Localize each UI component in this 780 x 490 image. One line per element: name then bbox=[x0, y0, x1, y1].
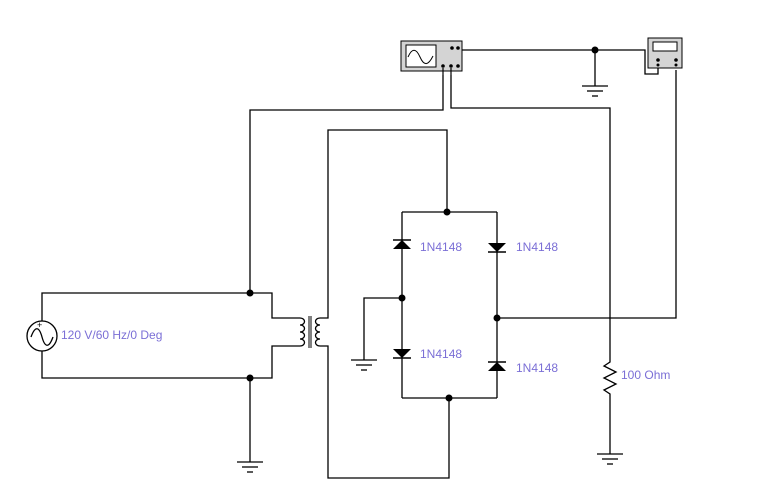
diode-triangle bbox=[488, 362, 506, 371]
wire bbox=[450, 75, 611, 356]
diode-label: 1N4148 bbox=[420, 240, 462, 254]
terminal bbox=[449, 64, 453, 68]
ground-icon bbox=[597, 453, 623, 465]
multimeter-display bbox=[652, 41, 678, 52]
resistor-zigzag bbox=[602, 356, 618, 396]
diode-label: 1N4148 bbox=[516, 240, 558, 254]
ground-icon bbox=[351, 359, 377, 371]
junction-dot bbox=[445, 394, 453, 402]
oscilloscope-icon[interactable] bbox=[400, 40, 463, 75]
wire bbox=[363, 297, 402, 360]
diode-label: 1N4148 bbox=[516, 361, 558, 375]
secondary-coil bbox=[314, 317, 321, 347]
source-label: 120 V/60 Hz/0 Deg bbox=[61, 328, 162, 342]
primary-coil bbox=[299, 317, 306, 347]
plus-icon: + bbox=[37, 320, 42, 330]
junction-dot bbox=[443, 208, 451, 216]
ground-icon bbox=[237, 461, 263, 473]
terminal bbox=[441, 64, 445, 68]
waveform-icon bbox=[407, 49, 434, 65]
diode-d1[interactable]: 1N4148 bbox=[393, 239, 462, 254]
resistor-label: 100 Ohm bbox=[621, 368, 670, 382]
terminal bbox=[674, 63, 678, 67]
ac-source[interactable]: + 120 V/60 Hz/0 Deg bbox=[26, 320, 162, 352]
wire bbox=[41, 345, 300, 379]
diode-triangle bbox=[393, 240, 411, 249]
wire bbox=[320, 129, 448, 319]
terminal bbox=[674, 58, 678, 62]
junction-dot bbox=[246, 289, 254, 297]
diode-triangle bbox=[488, 243, 506, 252]
junction-dot bbox=[493, 314, 501, 322]
sine-wave-icon bbox=[30, 328, 54, 346]
oscilloscope-screen bbox=[405, 44, 437, 68]
diode-triangle bbox=[393, 349, 411, 358]
wire bbox=[458, 49, 659, 75]
wire bbox=[41, 292, 300, 322]
ground-icon bbox=[582, 85, 608, 97]
junctions bbox=[246, 46, 599, 402]
terminal bbox=[456, 64, 460, 68]
transformer-icon[interactable] bbox=[299, 316, 321, 348]
junction-dot bbox=[398, 294, 406, 302]
diode-label: 1N4148 bbox=[420, 347, 462, 361]
wires bbox=[41, 49, 677, 479]
terminal bbox=[456, 46, 460, 50]
junction-dot bbox=[591, 46, 599, 54]
junction-dot bbox=[246, 374, 254, 382]
diode-d4[interactable]: 1N4148 bbox=[488, 361, 558, 375]
terminal bbox=[656, 63, 660, 67]
terminal bbox=[656, 58, 660, 62]
terminal bbox=[450, 46, 454, 50]
wire bbox=[320, 345, 450, 479]
wire bbox=[249, 75, 444, 293]
diode-d3[interactable]: 1N4148 bbox=[393, 347, 462, 361]
diode-d2[interactable]: 1N4148 bbox=[488, 240, 558, 254]
wire bbox=[497, 70, 677, 319]
resistor[interactable]: 100 Ohm bbox=[602, 356, 670, 396]
multimeter-icon[interactable] bbox=[647, 37, 683, 69]
